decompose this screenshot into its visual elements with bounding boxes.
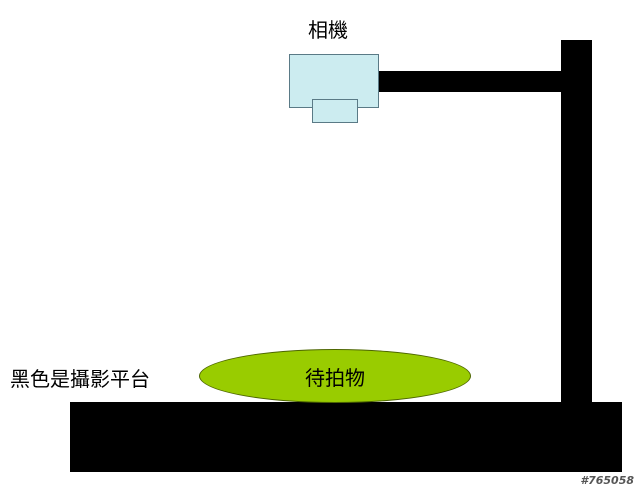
object-ellipse: 待拍物	[199, 349, 471, 403]
black-platform	[70, 402, 622, 472]
camera-lens	[312, 99, 358, 123]
camera-label: 相機	[308, 18, 348, 42]
platform-label: 黑色是攝影平台	[10, 367, 150, 391]
watermark: #765058	[580, 474, 634, 487]
stand-arm	[378, 71, 568, 92]
object-label: 待拍物	[305, 365, 365, 390]
stand-pole	[561, 40, 592, 406]
